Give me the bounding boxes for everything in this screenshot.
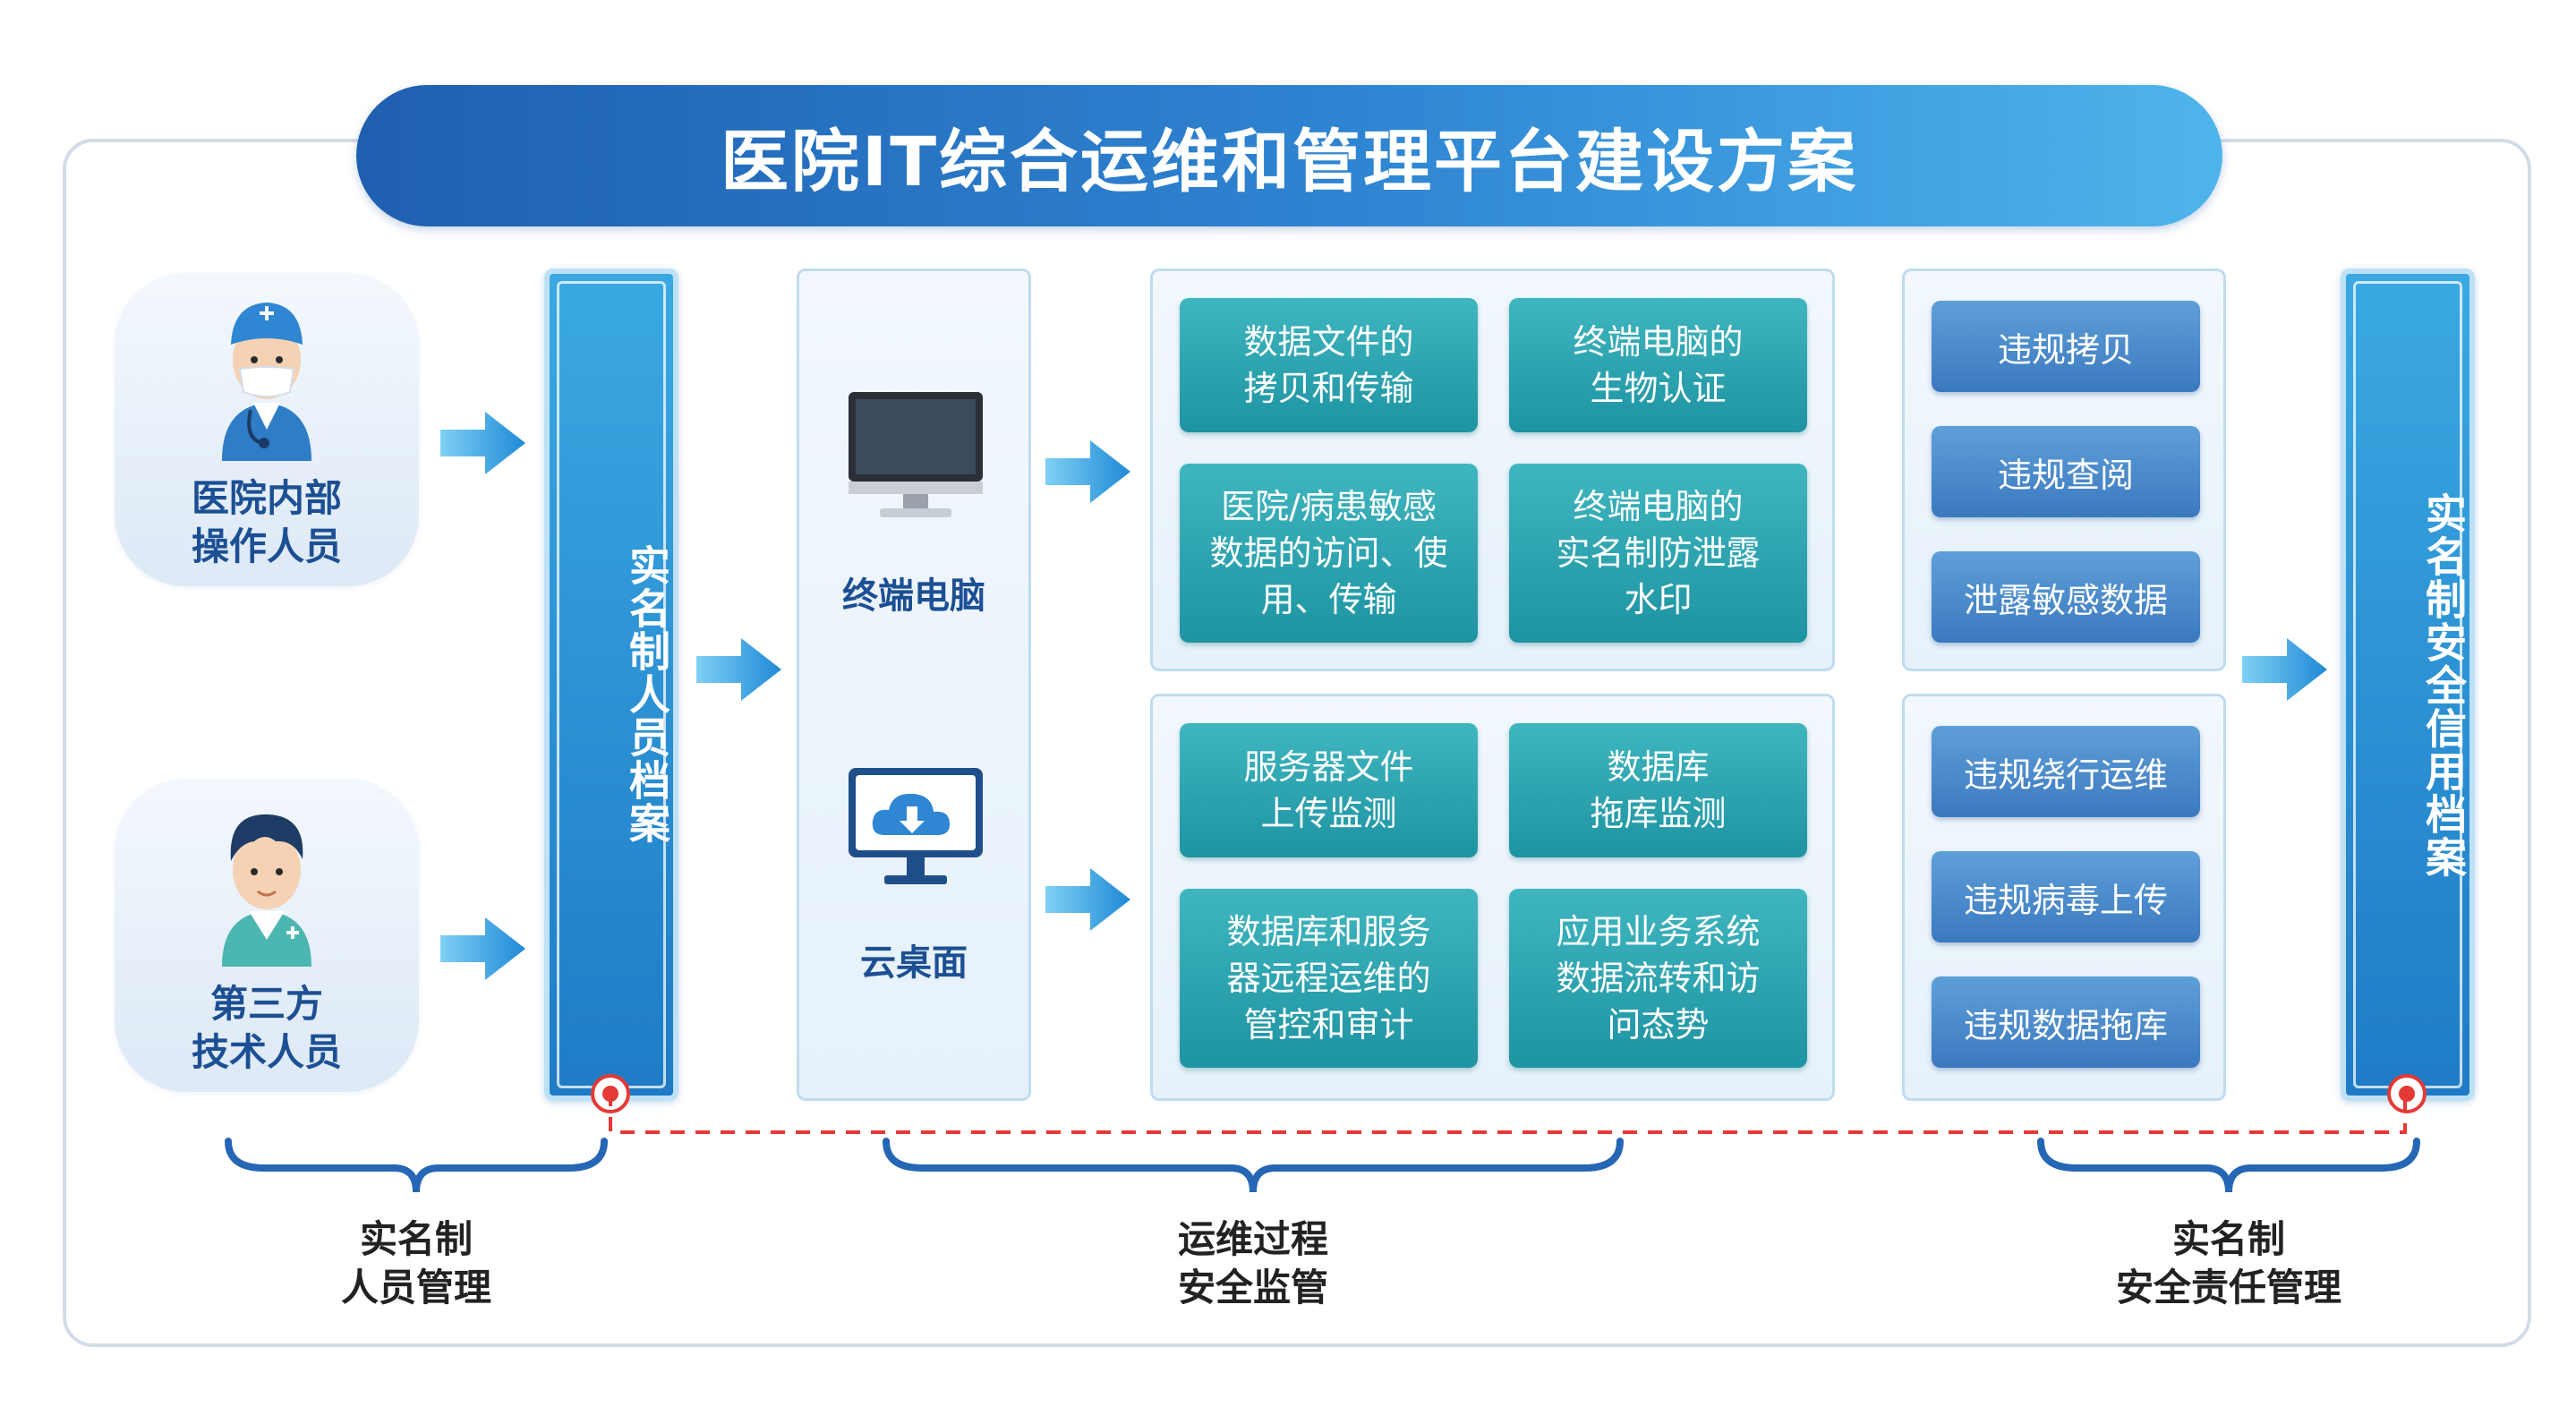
person-label-line: 第三方 [209,982,323,1026]
bottom-label-line: 安全监管 [1177,1266,1328,1309]
bottom-label-process: 运维过程 安全监管 [1119,1215,1387,1312]
bottom-label-line: 实名制 [359,1217,473,1261]
person-card-third-party: 第三方 技术人员 [115,779,419,1092]
arrow-right-icon [1045,868,1130,931]
violations-panel-top: 违规拷贝 违规查阅 泄露敏感数据 [1902,269,2226,671]
bottom-label-line: 实名制 [2171,1217,2285,1261]
terminal-card: 数据文件的 拷贝和传输 [1180,298,1478,432]
device-label-terminal: 终端电脑 [842,576,985,617]
violation-pill: 违规病毒上传 [1932,851,2200,942]
person-label-line: 医院内部 [191,476,342,520]
page-title: 医院IT综合运维和管理平台建设方案 [720,122,1859,201]
card-text-line: 数据的访问、使 [1209,533,1448,573]
brace-center [883,1138,1624,1193]
bottom-label-line: 人员管理 [340,1266,491,1309]
person-label-third-party: 第三方 技术人员 [115,980,419,1077]
doctor-icon [222,303,311,461]
card-text-line: 数据库 [1607,747,1710,787]
technician-icon [222,814,311,967]
terminal-card: 终端电脑的 生物认证 [1509,298,1807,432]
card-text-line: 终端电脑的 [1573,487,1744,526]
terminal-card: 医院/病患敏感 数据的访问、使 用、传输 [1180,464,1478,643]
card-text-line: 数据流转和访 [1556,959,1761,998]
right-bar-label: 实名制安全信用档案 [2419,492,2468,879]
bottom-label-personnel: 实名制 人员管理 [282,1215,550,1312]
brace-left [225,1138,608,1193]
device-label-cloud: 云桌面 [860,942,968,984]
devices-panel: 终端电脑 云桌面 [797,269,1031,1101]
card-text-line: 医院/病患敏感 [1221,487,1437,526]
title-banner: 医院IT综合运维和管理平台建设方案 [356,85,2222,226]
card-text-line: 实名制防泄露 [1556,533,1761,573]
card-text-line: 拷贝和传输 [1243,369,1414,408]
real-name-personnel-archive-bar: 实名制人员档案 [544,269,678,1101]
arrow-right-icon [440,412,525,474]
card-text-line: 数据文件的 [1243,322,1414,362]
card-text-line: 生物认证 [1590,369,1727,408]
arrow-right-icon [2242,638,2327,701]
card-text-line: 上传监测 [1260,794,1397,833]
brace-right [2037,1138,2420,1193]
card-text-line: 管控和审计 [1243,1005,1414,1045]
card-text-line: 数据库和服务 [1226,912,1431,951]
cloud-card: 数据库 拖库监测 [1509,723,1807,857]
cloud-monitoring-panel: 服务器文件 上传监测 数据库 拖库监测 数据库和服务 器远程运维的 管控和审计 … [1150,694,1835,1101]
card-text-line: 器远程运维的 [1226,959,1431,998]
person-label-line: 操作人员 [191,524,342,568]
violations-panel-bottom: 违规绕行运维 违规病毒上传 违规数据拖库 [1902,694,2226,1101]
violation-pill: 泄露敏感数据 [1932,551,2200,643]
bottom-label-responsibility: 实名制 安全责任管理 [2077,1215,2381,1312]
violation-pill: 违规查阅 [1932,426,2200,517]
card-text-line: 应用业务系统 [1556,912,1761,951]
violation-pill: 违规拷贝 [1932,301,2200,392]
person-label-line: 技术人员 [191,1030,342,1074]
arrow-right-icon [440,917,525,980]
card-text-line: 拖库监测 [1590,794,1727,833]
card-text-line: 问态势 [1607,1005,1710,1045]
person-label-internal: 医院内部 操作人员 [115,474,419,571]
card-text-line: 服务器文件 [1243,747,1414,787]
cloud-card: 服务器文件 上传监测 [1180,723,1478,857]
person-card-internal: 医院内部 操作人员 [115,273,419,586]
card-text-line: 终端电脑的 [1573,322,1744,362]
arrow-right-icon [696,638,781,701]
left-bar-label: 实名制人员档案 [623,544,671,845]
monitor-icon [849,392,983,517]
bottom-label-line: 安全责任管理 [2115,1266,2341,1309]
cloud-card: 应用业务系统 数据流转和访 问态势 [1509,889,1807,1068]
card-text-line: 水印 [1624,580,1693,619]
arrow-right-icon [1045,440,1130,503]
dashed-connector [609,1092,2407,1134]
card-text-line: 用、传输 [1260,580,1397,619]
terminal-card: 终端电脑的 实名制防泄露 水印 [1509,464,1807,643]
cloud-card: 数据库和服务 器远程运维的 管控和审计 [1180,889,1478,1068]
terminal-monitoring-panel: 数据文件的 拷贝和传输 终端电脑的 生物认证 医院/病患敏感 数据的访问、使 用… [1150,269,1835,671]
violation-pill: 违规数据拖库 [1932,976,2200,1068]
violation-pill: 违规绕行运维 [1932,726,2200,817]
real-name-credit-archive-bar: 实名制安全信用档案 [2341,269,2475,1101]
cloud-desktop-icon [849,768,983,884]
bottom-label-line: 运维过程 [1177,1217,1328,1261]
